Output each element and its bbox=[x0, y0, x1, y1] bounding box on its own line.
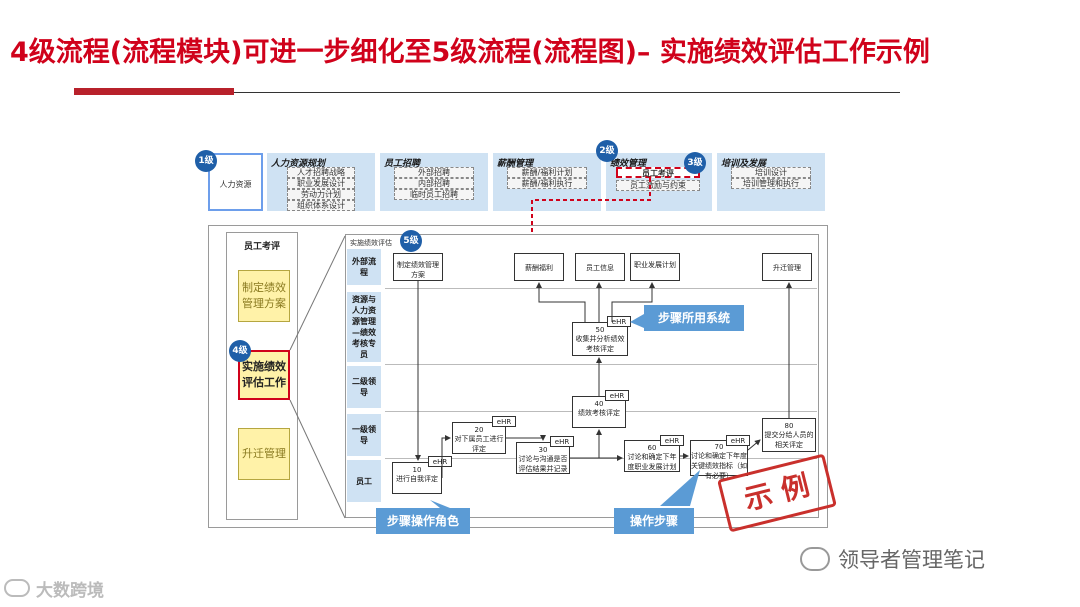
group-item: 组织体系设计 bbox=[287, 200, 355, 211]
badge-level-4: 4级 bbox=[229, 340, 251, 362]
group-title: 人力资源规划 bbox=[271, 159, 326, 169]
ehr-tag: eHR bbox=[550, 436, 574, 447]
step-number: 70 bbox=[714, 443, 724, 451]
badge-level-2: 2级 bbox=[596, 140, 618, 162]
badge-level-3: 3级 bbox=[684, 152, 706, 174]
group-item: 薪酬/福利计划 bbox=[507, 167, 587, 178]
ehr-tag: eHR bbox=[607, 316, 631, 327]
lane-divider bbox=[385, 288, 817, 289]
lane-divider bbox=[385, 364, 817, 365]
group-item: 职业发展设计 bbox=[287, 178, 355, 189]
level1-group-hr-planning: 人力资源规划 人才招聘战略 职业发展设计 劳动力计划 组织体系设计 bbox=[267, 153, 375, 211]
step-node-70: 70 讨论和确定下年度关键绩效指标（如有必要） bbox=[690, 440, 748, 480]
group-item: 员工激励与约束 bbox=[616, 180, 700, 191]
step-node-20: 20 对下属员工进行评定 bbox=[452, 422, 506, 454]
group-item: 内部招聘 bbox=[394, 178, 474, 189]
group-item: 培训管理和执行 bbox=[731, 178, 811, 189]
step-node-80: 80 提交分给人员的相关评定 bbox=[762, 418, 816, 452]
watermark-right-text: 领导者管理笔记 bbox=[838, 548, 985, 572]
group-title: 员工招聘 bbox=[384, 159, 421, 169]
left-panel-title: 员工考评 bbox=[243, 242, 280, 252]
left-step-promotion: 升迁管理 bbox=[238, 428, 290, 480]
level1-group-training: 培训及发展 培训设计 培训管理和执行 bbox=[717, 153, 825, 211]
title-accent-bar bbox=[74, 88, 234, 95]
group-item: 临时员工招聘 bbox=[394, 189, 474, 200]
callout-system: 步骤所用系统 bbox=[644, 305, 744, 331]
step-text: 对下属员工进行评定 bbox=[454, 435, 504, 453]
lane-first-leader: 一级领导 bbox=[347, 414, 381, 456]
left-step-plan: 制定绩效管理方案 bbox=[238, 270, 290, 322]
ehr-tag: eHR bbox=[428, 456, 452, 467]
level1-hr-label: 人力资源 bbox=[219, 180, 252, 189]
ehr-tag: eHR bbox=[660, 435, 684, 446]
external-plan: 制定绩效管理方案 bbox=[393, 253, 443, 281]
title-divider bbox=[234, 92, 900, 93]
group-title: 绩效管理 bbox=[610, 159, 647, 169]
step-text: 绩效考核评定 bbox=[578, 409, 620, 417]
ehr-tag: eHR bbox=[726, 435, 750, 446]
external-compensation: 薪酬福利 bbox=[514, 253, 564, 281]
ehr-tag: eHR bbox=[605, 390, 629, 401]
step-text: 讨论和确定下年度关键绩效指标（如有必要） bbox=[691, 452, 747, 480]
level1-group-recruitment: 员工招聘 外部招聘 内部招聘 临时员工招聘 bbox=[380, 153, 488, 211]
step-number: 80 bbox=[784, 422, 794, 430]
lane-employee: 员工 bbox=[347, 460, 381, 502]
step-node-40: 40 绩效考核评定 bbox=[572, 396, 626, 428]
group-title: 薪酬管理 bbox=[497, 159, 534, 169]
step-node-10: 10 进行自我评定 bbox=[392, 462, 442, 494]
page-title: 4级流程(流程模块)可进一步细化至5级流程(流程图)– 实施绩效评估工作示例 bbox=[10, 37, 930, 68]
group-item: 人才招聘战略 bbox=[287, 167, 355, 178]
step-number: 20 bbox=[474, 426, 484, 434]
wechat-icon bbox=[800, 547, 830, 571]
step-text: 进行自我评定 bbox=[396, 475, 438, 483]
step-text: 收集并分析绩效考核评定 bbox=[575, 335, 625, 353]
group-item: 劳动力计划 bbox=[287, 189, 355, 200]
step-number: 30 bbox=[538, 446, 548, 454]
level1-group-performance: 绩效管理 员工考评 员工激励与约束 bbox=[606, 153, 712, 211]
ehr-tag: eHR bbox=[492, 416, 516, 427]
flow-header: 实施绩效评估 bbox=[350, 239, 392, 247]
external-career: 职业发展计划 bbox=[630, 253, 680, 281]
watermark-left: 大数跨境 bbox=[4, 574, 104, 602]
external-employee-info: 员工信息 bbox=[575, 253, 625, 281]
lane-hr-specialist: 资源与人力资源管理—绩效考核专员 bbox=[347, 292, 381, 362]
group-title: 培训及发展 bbox=[721, 159, 767, 169]
step-number: 40 bbox=[594, 400, 604, 408]
brand-logo-icon bbox=[4, 579, 30, 597]
step-number: 10 bbox=[412, 466, 422, 474]
step-text: 讨论与沟通是否评估结果并记录 bbox=[518, 455, 568, 473]
group-item: 培训设计 bbox=[731, 167, 811, 178]
level1-hr-box: 人力资源 bbox=[208, 153, 263, 211]
callout-role: 步骤操作角色 bbox=[376, 508, 470, 534]
lane-external: 外部流程 bbox=[347, 249, 381, 285]
level1-group-compensation: 薪酬管理 薪酬/福利计划 薪酬/福利执行 bbox=[493, 153, 601, 211]
step-text: 讨论和确定下年度职业发展计划 bbox=[627, 453, 677, 471]
lane-second-leader: 二级领导 bbox=[347, 366, 381, 408]
step-node-60: 60 讨论和确定下年度职业发展计划 bbox=[624, 440, 680, 472]
badge-level-1: 1级 bbox=[195, 150, 217, 172]
watermark-right: 领导者管理笔记 bbox=[800, 542, 1070, 576]
step-text: 提交分给人员的相关评定 bbox=[764, 431, 814, 449]
step-number: 60 bbox=[647, 444, 657, 452]
callout-step: 操作步骤 bbox=[614, 508, 694, 534]
step-number: 50 bbox=[595, 326, 605, 334]
external-promotion: 升迁管理 bbox=[762, 253, 812, 281]
step-node-30: 30 讨论与沟通是否评估结果并记录 bbox=[516, 442, 570, 474]
step-node-50: 50 收集并分析绩效考核评定 bbox=[572, 322, 628, 356]
badge-level-5: 5级 bbox=[400, 230, 422, 252]
group-item: 外部招聘 bbox=[394, 167, 474, 178]
watermark-left-text: 大数跨境 bbox=[36, 580, 104, 601]
group-item: 薪酬/福利执行 bbox=[507, 178, 587, 189]
